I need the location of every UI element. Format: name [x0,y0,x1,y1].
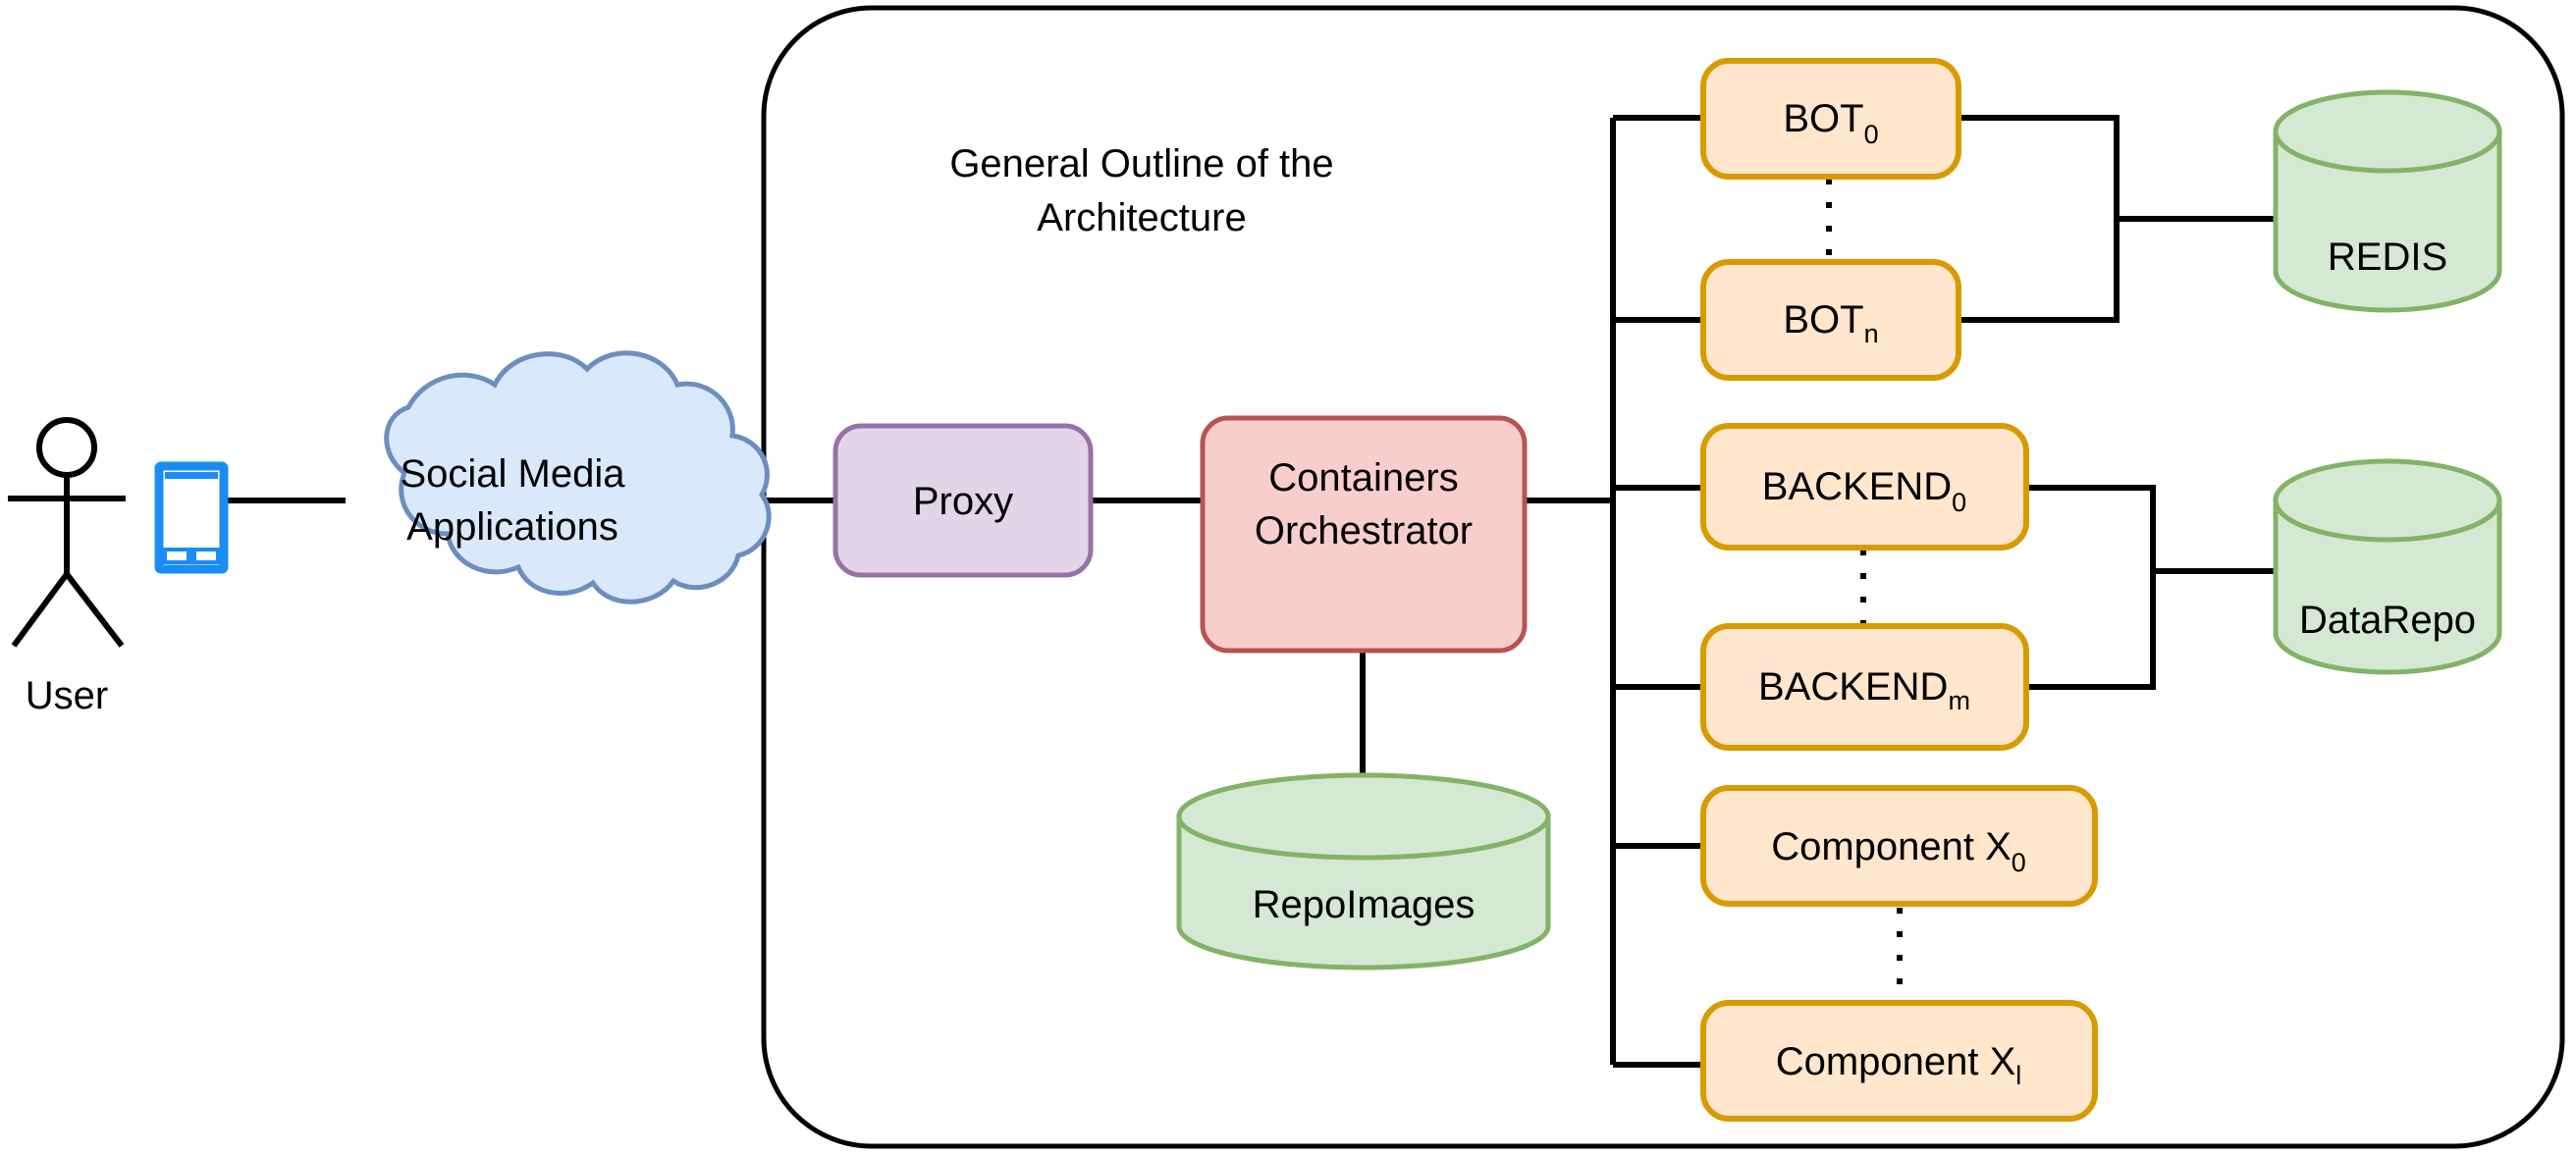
backend-first-label: BACKEND0 [1762,465,1966,517]
user-actor: User [8,417,126,717]
datarepo-label: DataRepo [2299,599,2476,642]
repoimages-label: RepoImages [1253,883,1476,926]
title-line2: Architecture [1037,196,1246,239]
component-first-subscript: 0 [2012,848,2026,877]
cloud-label-line1: Social Media [400,452,625,496]
containers-orchestrator-node[interactable]: Containers Orchestrator [1200,415,1528,654]
backend-first-subscript: 0 [1952,488,1966,517]
component-last-subscript: l [2015,1061,2021,1090]
system-boundary [761,5,2565,1149]
bot-last-node[interactable]: BOTn [1700,259,1961,381]
datarepo-cylinder[interactable]: DataRepo [2273,458,2502,675]
component-last-base: Component X [1776,1040,2016,1083]
actor-label: User [26,674,108,717]
diagram-title: General Outline of the Architecture [949,142,1333,239]
title-line1: General Outline of the [949,142,1333,185]
proxy-node[interactable]: Proxy [832,423,1094,578]
redis-cylinder[interactable]: REDIS [2273,89,2502,313]
backend-first-node[interactable]: BACKEND0 [1700,423,2029,551]
redis-label: REDIS [2328,236,2447,279]
component-first-node[interactable]: Component X0 [1700,785,2098,907]
edge-bots-to-redis [1959,115,2276,323]
social-media-cloud: Social Media Applications [384,350,772,604]
repoimages-cylinder[interactable]: RepoImages [1176,772,1551,971]
backend-last-node[interactable]: BACKENDm [1700,623,2029,751]
cloud-shape-icon [384,350,772,604]
bot-last-subscript: n [1864,319,1879,348]
component-first-label: Component X0 [1771,825,2026,877]
bot-first-subscript: 0 [1864,120,1879,149]
component-first-base: Component X [1771,825,2012,868]
bot-first-node[interactable]: BOT0 [1700,58,1961,180]
component-last-label: Component Xl [1776,1040,2022,1090]
proxy-label: Proxy [913,480,1013,523]
bot-first-label: BOT0 [1783,97,1878,149]
bot-last-label: BOTn [1783,298,1878,348]
bot-last-base: BOT [1783,298,1863,341]
orchestrator-label-line1: Containers [1268,456,1458,499]
backend-last-subscript: m [1948,686,1970,715]
backend-first-base: BACKEND [1762,465,1952,508]
edge-backends-to-datarepo [2026,485,2276,690]
component-last-node[interactable]: Component Xl [1700,1000,2098,1122]
bot-first-base: BOT [1783,97,1863,140]
backend-last-label: BACKENDm [1758,665,1970,715]
cloud-label-line2: Applications [406,505,618,549]
orchestrator-label-line2: Orchestrator [1255,509,1473,552]
actor-head-icon [36,417,97,478]
backend-last-base: BACKEND [1758,665,1948,709]
actor-legs-icon [11,572,125,648]
mobile-phone-icon [154,461,229,574]
